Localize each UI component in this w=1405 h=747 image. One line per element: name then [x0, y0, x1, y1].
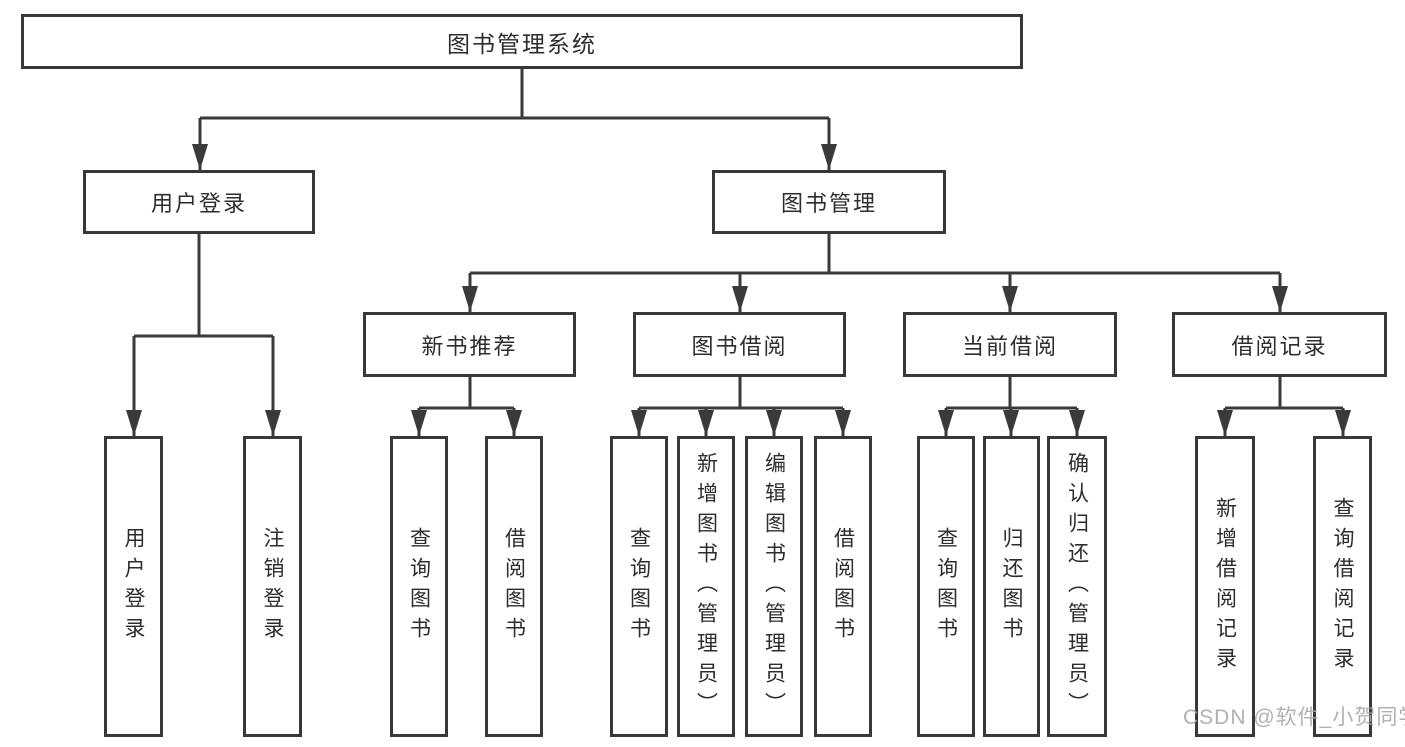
- leaf-newbook-borrow-books: 借阅图书: [485, 436, 543, 737]
- leaf-newbook-query-books-label: 查询图书: [407, 526, 431, 647]
- leaf-current-confirm-return-admin: 确认归还（管理员）: [1047, 436, 1107, 737]
- leaf-borrow-add-books-admin: 新增图书（管理员）: [677, 436, 735, 737]
- node-root-label: 图书管理系统: [447, 30, 597, 57]
- leaf-newbook-borrow-books-label: 借阅图书: [502, 526, 526, 647]
- node-borrowing-records-label: 借阅记录: [1231, 333, 1328, 359]
- leaf-borrow-edit-books-admin: 编辑图书（管理员）: [745, 436, 803, 737]
- leaf-borrow-edit-books-admin-label: 编辑图书（管理员）: [762, 451, 786, 722]
- leaf-current-query-books: 查询图书: [917, 436, 975, 737]
- node-user-login: 用户登录: [83, 170, 315, 234]
- node-current-borrowing-label: 当前借阅: [961, 333, 1058, 359]
- leaf-user-login-label: 用户登录: [122, 526, 145, 647]
- node-book-management: 图书管理: [712, 170, 946, 234]
- leaf-user-login: 用户登录: [104, 436, 163, 737]
- leaf-current-return-books: 归还图书: [983, 436, 1040, 737]
- leaf-logout: 注销登录: [243, 436, 302, 737]
- leaf-current-confirm-return-admin-label: 确认归还（管理员）: [1065, 451, 1089, 722]
- node-current-borrowing: 当前借阅: [903, 312, 1117, 377]
- leaf-borrow-borrow-books-label: 借阅图书: [831, 526, 855, 647]
- csdn-watermark: CSDN @软件_小贺同学: [1183, 706, 1405, 729]
- leaf-borrow-query-books: 查询图书: [610, 436, 668, 737]
- leaf-borrow-add-books-admin-label: 新增图书（管理员）: [694, 451, 718, 722]
- leaf-records-query-record-label: 查询借阅记录: [1331, 496, 1354, 677]
- leaf-records-add-record-label: 新增借阅记录: [1213, 496, 1237, 677]
- leaf-borrow-query-books-label: 查询图书: [627, 526, 651, 647]
- node-new-book-recommend: 新书推荐: [363, 312, 576, 377]
- node-new-book-recommend-label: 新书推荐: [421, 333, 518, 359]
- leaf-current-query-books-label: 查询图书: [934, 526, 958, 647]
- leaf-logout-label: 注销登录: [261, 526, 284, 647]
- leaf-newbook-query-books: 查询图书: [390, 436, 448, 737]
- node-user-login-label: 用户登录: [150, 191, 247, 216]
- node-book-management-label: 图书管理: [780, 191, 877, 216]
- leaf-borrow-borrow-books: 借阅图书: [814, 436, 872, 737]
- leaf-records-query-record: 查询借阅记录: [1313, 436, 1372, 737]
- node-root: 图书管理系统: [21, 14, 1023, 69]
- leaf-records-add-record: 新增借阅记录: [1195, 436, 1255, 737]
- node-borrowing-records: 借阅记录: [1172, 312, 1387, 377]
- leaf-current-return-books-label: 归还图书: [1000, 526, 1023, 647]
- node-book-borrowing-label: 图书借阅: [691, 333, 788, 359]
- node-book-borrowing: 图书借阅: [633, 312, 846, 377]
